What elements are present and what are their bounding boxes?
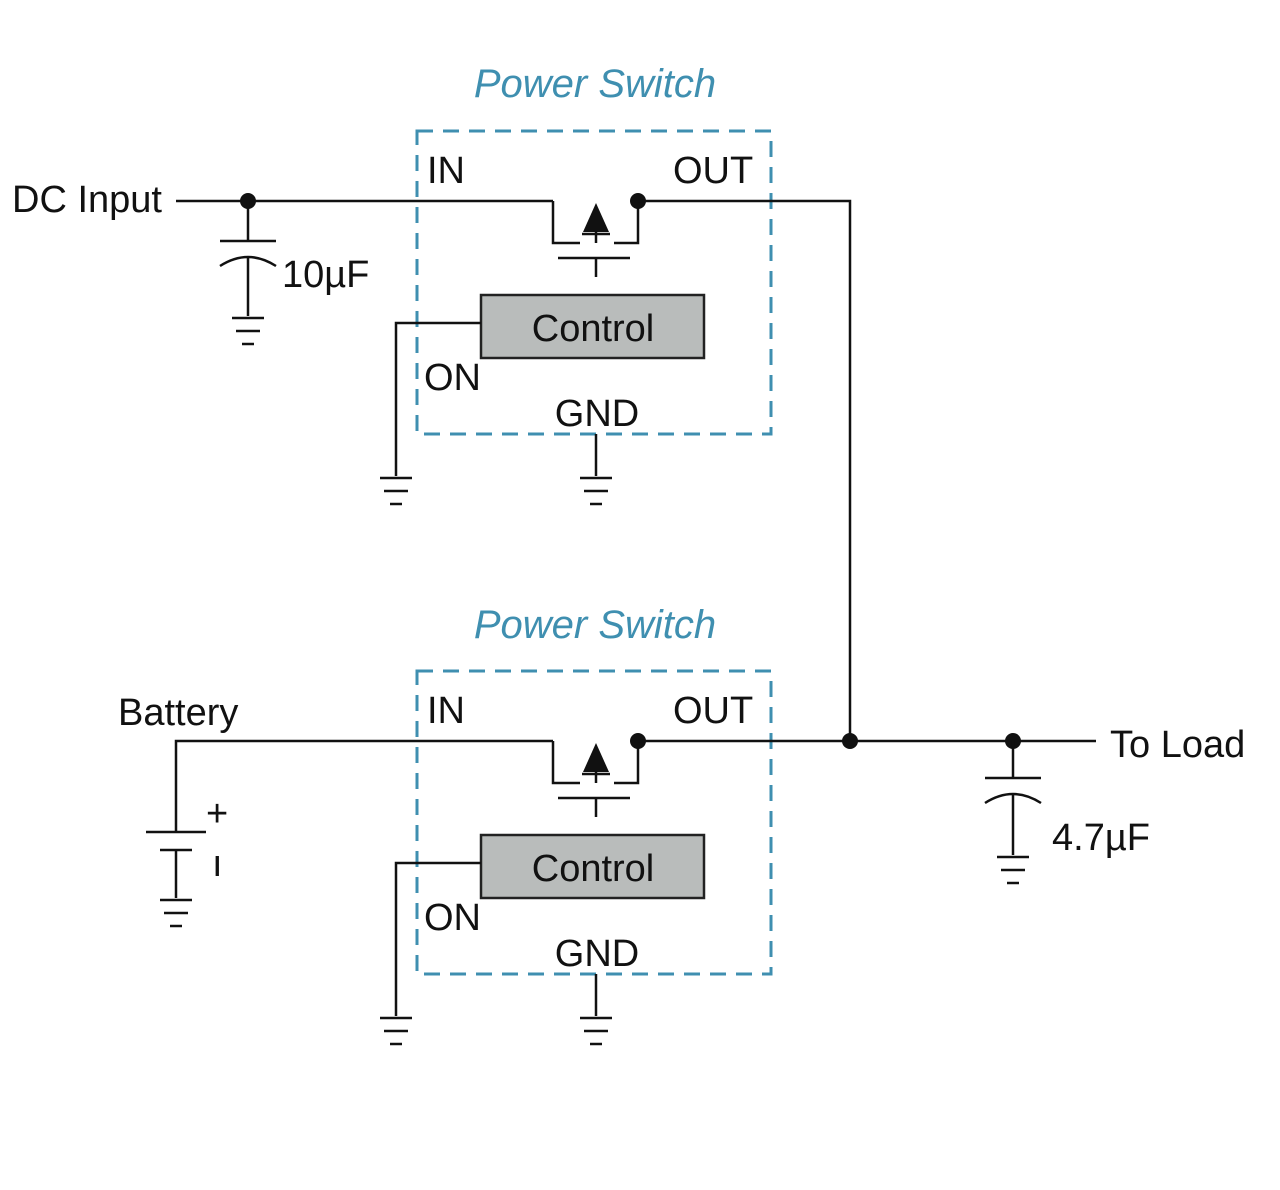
dc-input-label: DC Input bbox=[12, 179, 162, 221]
switch-boundary bbox=[415, 129, 773, 436]
control-block bbox=[479, 293, 706, 360]
ground-icon bbox=[380, 476, 412, 506]
pin-gnd-label: GND bbox=[555, 393, 639, 435]
power-switch-top: Power Switch IN OUT ON GND Control bbox=[380, 62, 773, 506]
pin-gnd-label: GND bbox=[555, 933, 639, 975]
power-switch-bottom: Power Switch IN OUT ON GND Control bbox=[380, 603, 773, 1046]
ground-icon bbox=[997, 855, 1029, 885]
top-out-wire bbox=[638, 199, 852, 741]
battery-minus: ı bbox=[212, 843, 223, 885]
pin-in-label: IN bbox=[427, 690, 465, 732]
control-label: Control bbox=[532, 308, 655, 350]
pin-out-label: OUT bbox=[673, 690, 753, 732]
p-mosfet-icon bbox=[551, 741, 640, 817]
battery-icon bbox=[146, 830, 206, 898]
p-mosfet-icon bbox=[551, 201, 640, 277]
to-load-label: To Load bbox=[1110, 724, 1245, 766]
battery-label: Battery bbox=[118, 692, 238, 734]
ground-icon bbox=[580, 1016, 612, 1046]
capacitor-icon bbox=[219, 201, 277, 316]
power-switch-title: Power Switch bbox=[474, 603, 716, 647]
pin-out-label: OUT bbox=[673, 150, 753, 192]
pin-in-label: IN bbox=[427, 150, 465, 192]
control-block bbox=[479, 833, 706, 900]
cap-output-value: 4.7µF bbox=[1052, 817, 1150, 859]
pin-on-label: ON bbox=[424, 897, 481, 939]
control-label: Control bbox=[532, 848, 655, 890]
on-wire bbox=[394, 861, 481, 1016]
on-wire bbox=[394, 321, 481, 476]
pin-on-label: ON bbox=[424, 357, 481, 399]
cap-input-value: 10µF bbox=[282, 254, 369, 296]
battery-plus: + bbox=[206, 793, 228, 835]
ground-icon bbox=[232, 316, 264, 346]
ground-icon bbox=[160, 898, 192, 928]
ground-icon bbox=[580, 476, 612, 506]
junction-dot bbox=[842, 733, 858, 749]
power-switch-title: Power Switch bbox=[474, 62, 716, 106]
switch-boundary bbox=[415, 669, 773, 976]
capacitor-icon bbox=[984, 741, 1042, 855]
ground-icon bbox=[380, 1016, 412, 1046]
battery-wire bbox=[174, 739, 553, 832]
